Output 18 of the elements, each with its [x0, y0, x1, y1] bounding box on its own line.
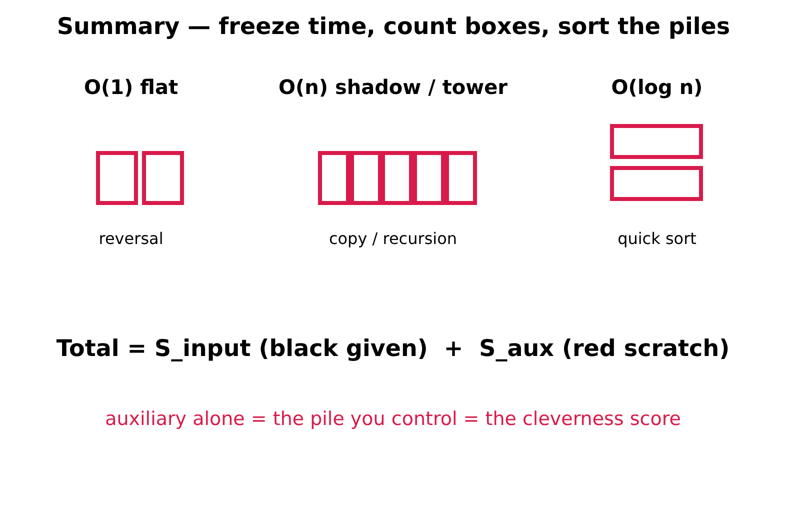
stack-box — [96, 151, 138, 205]
stack-box — [318, 151, 350, 205]
column-heading: O(1) flat — [84, 74, 178, 101]
formula-text: Total = S_input (black given) + S_aux (red scratch) — [56, 335, 730, 364]
stack-box — [350, 151, 382, 205]
stack-box — [610, 124, 703, 159]
column-heading: O(n) shadow / tower — [278, 74, 508, 101]
column-caption: copy / recursion — [328, 228, 458, 250]
note-text: auxiliary alone = the pile you control = the cleverness score — [105, 407, 681, 432]
diagram-title: Summary — freeze time, count boxes, sort the piles — [56, 13, 732, 42]
stack-box — [610, 166, 703, 201]
stack-box — [413, 151, 445, 205]
stack-box — [445, 151, 477, 205]
column-heading: O(log n) — [611, 74, 703, 101]
stack-box — [142, 151, 184, 205]
column-caption: reversal — [98, 228, 164, 250]
stack-box — [381, 151, 413, 205]
column-caption: quick sort — [618, 228, 696, 250]
